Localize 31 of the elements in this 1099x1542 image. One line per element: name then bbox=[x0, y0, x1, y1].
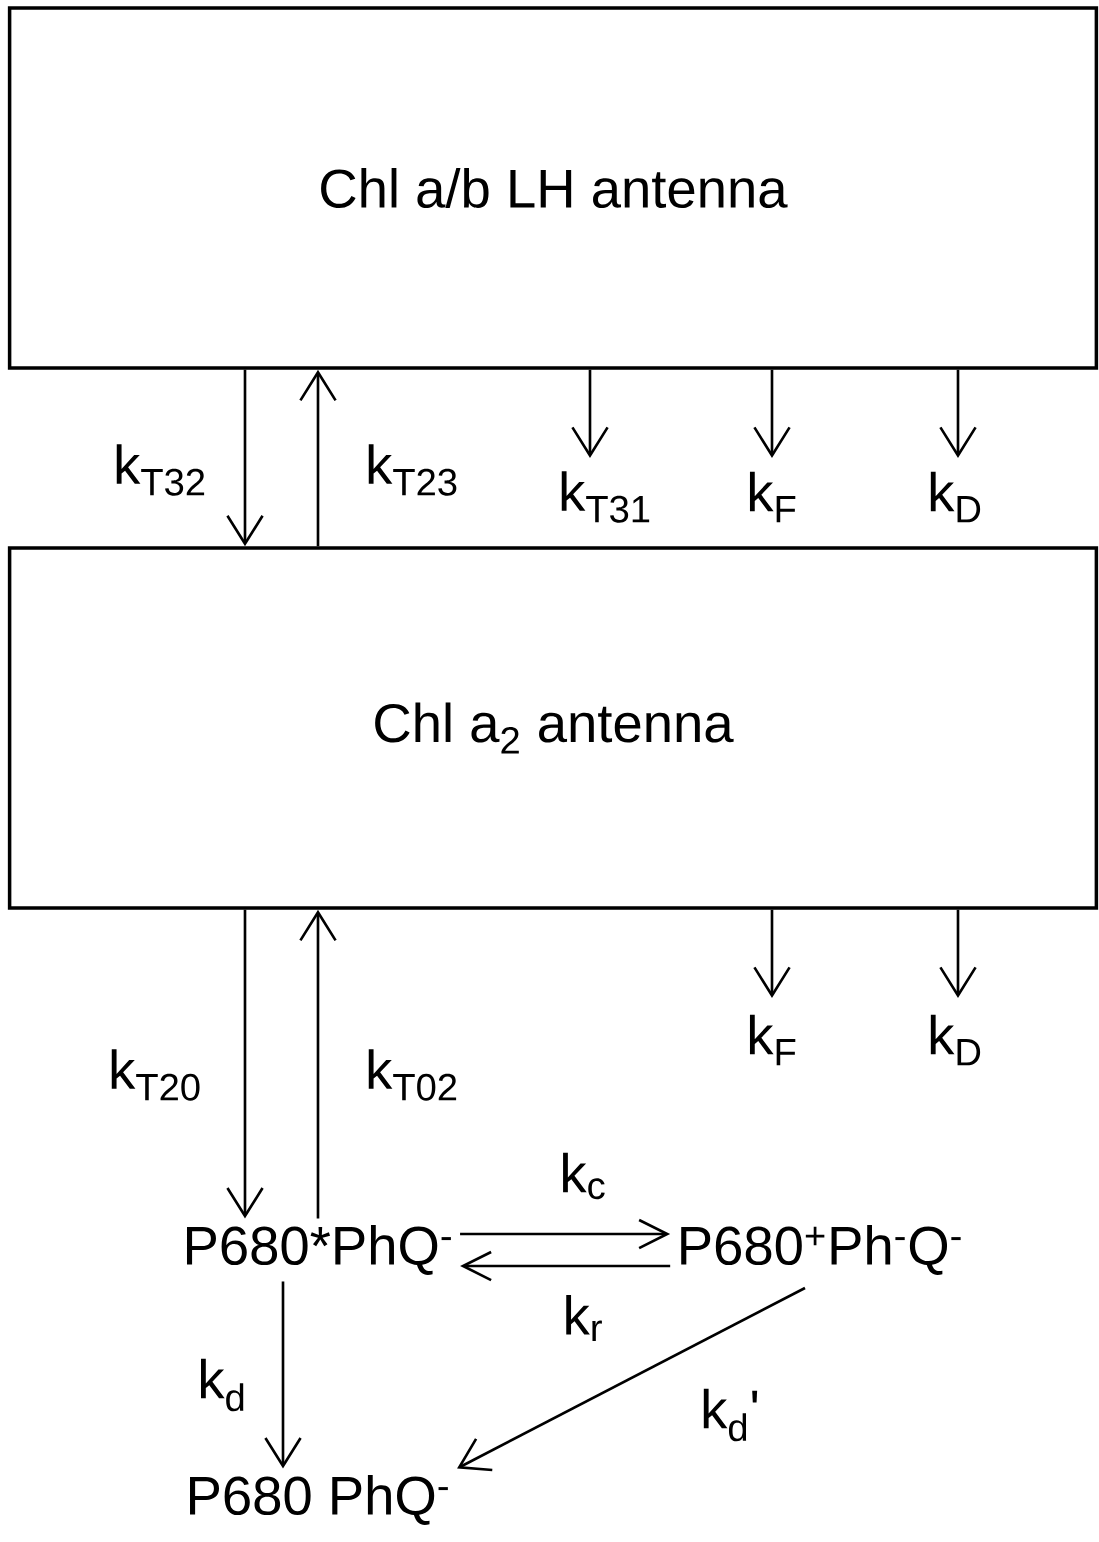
rate-constant-label: k$_{T20}$ bbox=[104, 1045, 206, 1105]
rate-constant-label: k$_{D}$ bbox=[923, 1011, 987, 1069]
state-label: P680$^{+}$Ph$^{-}$Q$^{-}$ bbox=[681, 1225, 961, 1275]
rate-constant-label: k$_{r}$ bbox=[559, 1291, 607, 1345]
arrow bbox=[299, 369, 337, 547]
antenna-box: Chl a/b LH antenna bbox=[7, 6, 1099, 370]
rate-constant-label: k$_{F}$ bbox=[742, 1011, 802, 1069]
state-label: P680*PhQ$^{-}$ bbox=[187, 1225, 451, 1275]
arrow bbox=[264, 1281, 302, 1469]
equilibrium-arrow bbox=[460, 1250, 671, 1282]
rate-constant-label: k$_{T32}$ bbox=[109, 440, 211, 500]
arrow bbox=[226, 369, 264, 547]
state-label: P680 PhQ$^{-}$ bbox=[190, 1475, 448, 1525]
antenna-box: Chl a$_{2}$ antenna bbox=[7, 546, 1099, 910]
arrow bbox=[299, 909, 337, 1219]
arrow bbox=[571, 369, 609, 459]
rate-constant-label: k$_{T23}$ bbox=[361, 440, 463, 500]
arrow bbox=[753, 369, 791, 459]
rate-constant-label: k$_{D}$ bbox=[923, 468, 987, 526]
rate-constant-label: k$_{d}$' bbox=[696, 1385, 764, 1445]
arrow bbox=[939, 909, 977, 999]
arrow bbox=[939, 369, 977, 459]
arrow bbox=[753, 909, 791, 999]
rate-constant-label: k$_{T31}$ bbox=[554, 467, 656, 527]
rate-constant-label: k$_{T02}$ bbox=[361, 1045, 463, 1105]
rate-constant-label: k$_{c}$ bbox=[555, 1149, 611, 1203]
equilibrium-arrow bbox=[460, 1218, 671, 1250]
rate-constant-label: k$_{d}$ bbox=[193, 1355, 251, 1415]
rate-constant-label: k$_{F}$ bbox=[742, 468, 802, 526]
arrow bbox=[226, 909, 264, 1219]
arrow bbox=[457, 1286, 806, 1472]
